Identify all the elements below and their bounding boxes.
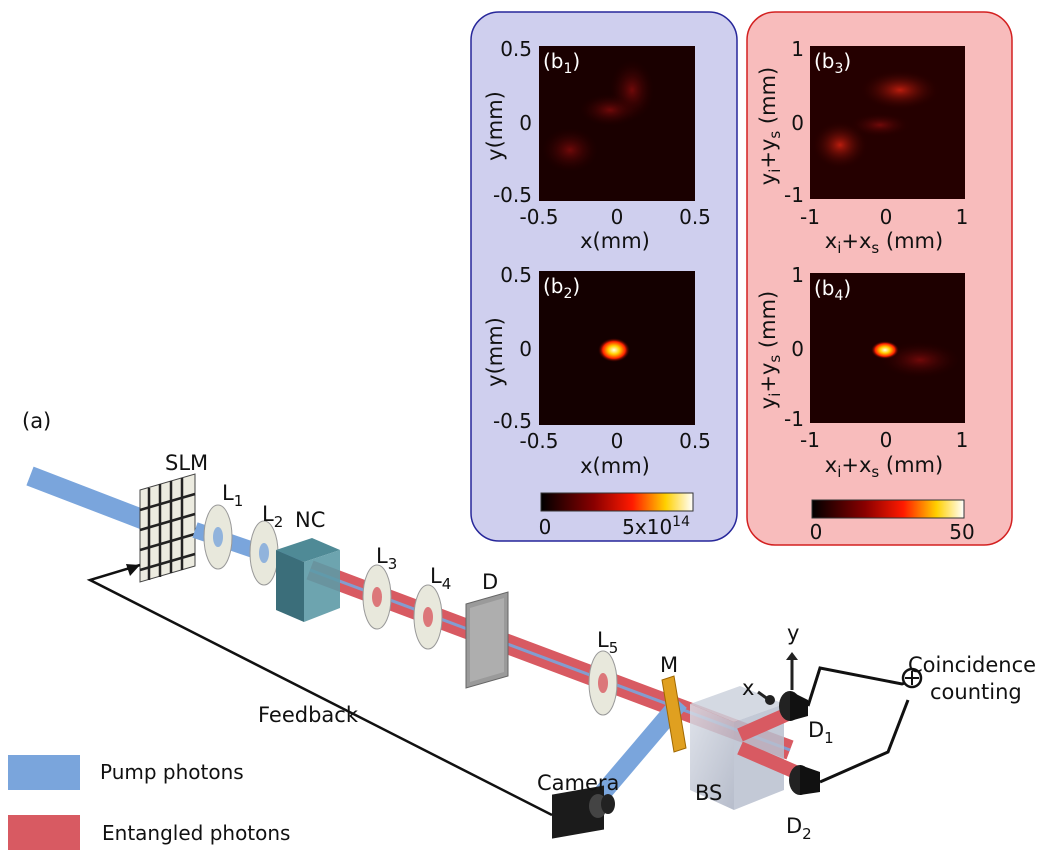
tick-label: 0 (791, 337, 804, 361)
mirror-label: M (660, 653, 678, 677)
tick-label: 0.5 (679, 205, 711, 229)
tick-label: -0.5 (519, 429, 558, 453)
panel-b2-tag: (b2) (543, 274, 580, 302)
tick-label: 0 (611, 429, 624, 453)
axis-label: y(mm) (483, 91, 507, 161)
bs-label: BS (695, 781, 722, 805)
panel-b2: (b2) (539, 271, 695, 425)
detector-d1 (757, 652, 808, 721)
d1-label: D1 (808, 718, 834, 747)
tick-label: -0.5 (519, 205, 558, 229)
entangled-beam-d1 (737, 706, 793, 742)
blue-axes: 0.5 0 -0.5 -0.5 0 0.5 y(mm) x(mm) 0.5 0 … (483, 37, 711, 478)
tick-label: 1 (956, 428, 969, 452)
axis-label: x(mm) (580, 229, 650, 253)
coincidence-wire-d2 (819, 699, 910, 784)
coincidence-label-line1: Coincidence (908, 653, 1036, 677)
tick-label: 0 (880, 205, 893, 229)
tick-label: -0.5 (493, 183, 532, 207)
colorbar-min: 0 (539, 515, 552, 539)
tick-label: 0.5 (679, 429, 711, 453)
camera-label: Camera (537, 771, 619, 795)
d2-label: D2 (786, 814, 812, 843)
nc-label: NC (295, 508, 325, 532)
colorbar-min: 0 (810, 520, 823, 544)
tick-label: -1 (800, 205, 820, 229)
slm-label: SLM (165, 451, 208, 475)
lens-l2-label: L2 (262, 502, 283, 531)
axis-label: xi+xs (mm) (825, 229, 943, 257)
tick-label: 0 (519, 111, 532, 135)
diffuser (465, 591, 509, 689)
axis-label: yi+ys (mm) (756, 67, 784, 185)
red-colorbar: 0 50 (810, 499, 975, 544)
legend-entangled-swatch (8, 815, 80, 850)
pump-beam-input (26, 466, 164, 536)
lens-l3-label: L3 (376, 544, 397, 573)
axis-label: xi+xs (mm) (825, 453, 943, 481)
coincidence-counter-icon (901, 667, 923, 689)
mirror (661, 675, 687, 753)
feedback-line (86, 563, 553, 817)
blue-colorbar: 0 5x1014 (539, 492, 694, 539)
tick-label: 0 (611, 205, 624, 229)
panel-b3: (b3) (810, 46, 965, 199)
tick-label: 0 (880, 428, 893, 452)
y-axis-label: y (787, 621, 799, 645)
red-axes: 1 0 -1 -1 0 1 yi+ys (mm) xi+xs (mm) 1 0 … (756, 37, 968, 481)
camera-beam (593, 696, 687, 802)
lens-l1-label: L1 (222, 481, 243, 510)
panel-b3-tag: (b3) (814, 49, 851, 77)
tick-label: -0.5 (493, 409, 532, 433)
tick-label: 1 (956, 205, 969, 229)
panel-b1-tag: (b1) (543, 49, 580, 77)
tick-label: -1 (784, 183, 804, 207)
tick-label: 0 (791, 111, 804, 135)
x-axis-label: x (742, 676, 754, 700)
diffuser-label: D (482, 570, 498, 594)
tick-label: 0 (519, 337, 532, 361)
lens-l4-label: L4 (430, 564, 451, 593)
colorbar-max: 5x1014 (622, 514, 690, 539)
tick-label: -1 (784, 407, 804, 431)
tick-label: 1 (791, 37, 804, 61)
panel-b1: (b1) (539, 46, 695, 201)
nonlinear-crystal (276, 538, 340, 622)
detector-d2 (789, 765, 820, 795)
figure-label-a: (a) (22, 409, 51, 433)
axis-label: yi+ys (mm) (756, 291, 784, 409)
tick-label: -1 (800, 428, 820, 452)
feedback-label: Feedback (258, 703, 359, 727)
coincidence-label-line2: counting (930, 680, 1022, 704)
legend-entangled-label: Entangled photons (102, 821, 290, 845)
tick-label: 1 (791, 263, 804, 287)
slm (139, 473, 196, 583)
axis-label: y(mm) (483, 317, 507, 387)
legend-pump-label: Pump photons (100, 760, 244, 784)
axis-label: x(mm) (580, 454, 650, 478)
tick-label: 0.5 (500, 37, 532, 61)
lens-l5-label: L5 (597, 628, 618, 657)
legend-pump-swatch (8, 755, 80, 790)
tick-label: 0.5 (500, 263, 532, 287)
entangled-beam-d2 (737, 741, 803, 781)
colorbar-max: 50 (949, 520, 974, 544)
camera (552, 785, 615, 839)
coincidence-wire-d1 (806, 666, 919, 707)
panel-b4: (b4) (810, 273, 965, 423)
panel-b4-tag: (b4) (814, 276, 851, 304)
